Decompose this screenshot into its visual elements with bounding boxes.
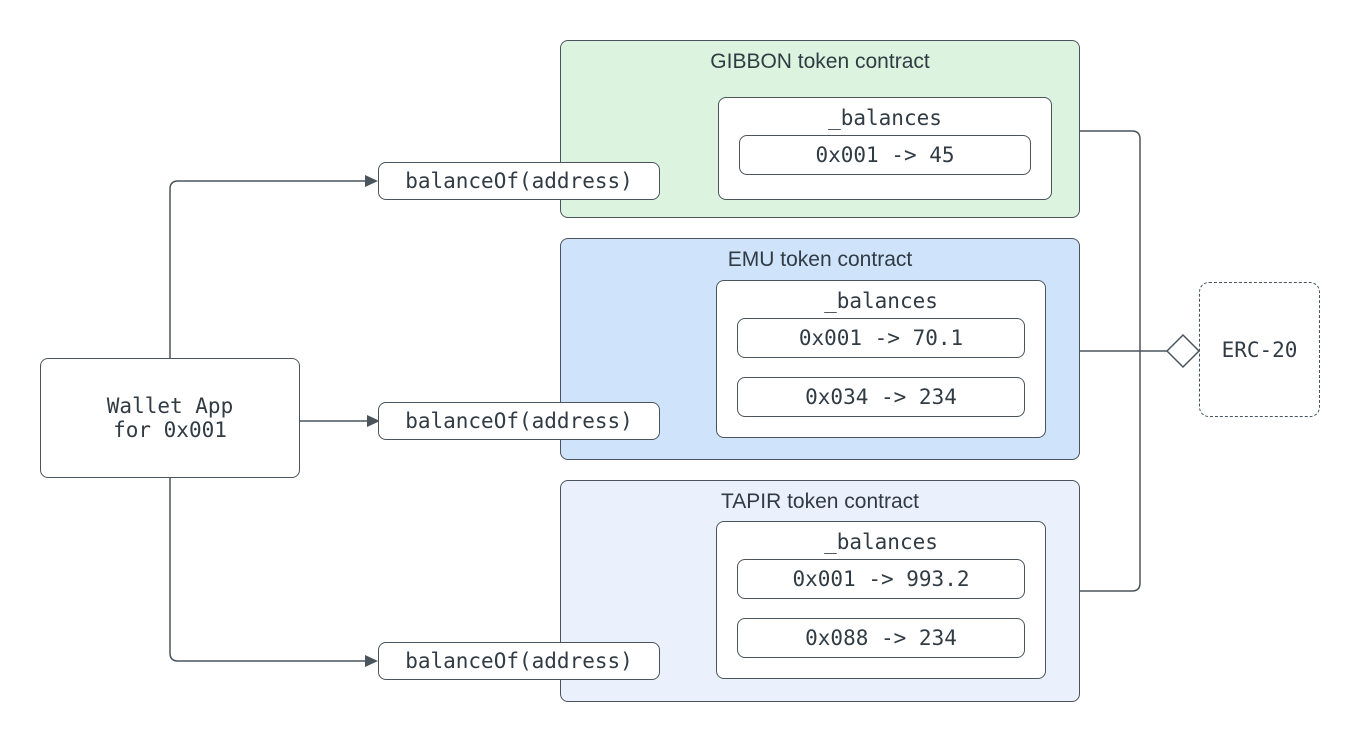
balanceof-call-top: balanceOf(address)	[378, 162, 660, 200]
contract-title: TAPIR token contract	[720, 490, 920, 513]
balances-map-title: _balances	[824, 289, 938, 313]
wallet-app-label-line2: for 0x001	[113, 418, 227, 442]
arrow-wallet-to-balanceof-top	[169, 180, 366, 358]
balanceof-call-bottom: balanceOf(address)	[378, 642, 660, 680]
balances-map-title: _balances	[828, 106, 942, 130]
wallet-app-node: Wallet App for 0x001	[40, 358, 300, 478]
arrowhead-bottom	[365, 655, 378, 667]
balanceof-call-middle: balanceOf(address)	[378, 402, 660, 440]
balances-map-title: _balances	[824, 530, 938, 554]
balance-entry: 0x001 -> 993.2	[737, 559, 1025, 599]
connector-tapir-to-bus	[1080, 351, 1141, 592]
balance-entry: 0x034 -> 234	[737, 377, 1025, 417]
wallet-app-label-line1: Wallet App	[106, 394, 234, 418]
contract-title: GIBBON token contract	[710, 50, 930, 73]
balance-entry: 0x001 -> 45	[739, 135, 1031, 175]
balances-map-emu: _balances 0x001 -> 70.1 0x034 -> 234	[716, 280, 1046, 438]
connector-gibbon-to-bus	[1080, 130, 1141, 351]
balances-map-tapir: _balances 0x001 -> 993.2 0x088 -> 234	[716, 521, 1046, 679]
arrowhead-top	[365, 175, 378, 187]
balance-entry: 0x088 -> 234	[737, 618, 1025, 658]
arrow-wallet-to-balanceof-bottom	[169, 478, 366, 662]
interface-diamond-icon	[1165, 333, 1201, 369]
erc20-interface-node: ERC-20	[1199, 282, 1320, 417]
balances-map-gibbon: _balances 0x001 -> 45	[718, 97, 1052, 200]
contract-title: EMU token contract	[727, 248, 913, 271]
balance-entry: 0x001 -> 70.1	[737, 318, 1025, 358]
